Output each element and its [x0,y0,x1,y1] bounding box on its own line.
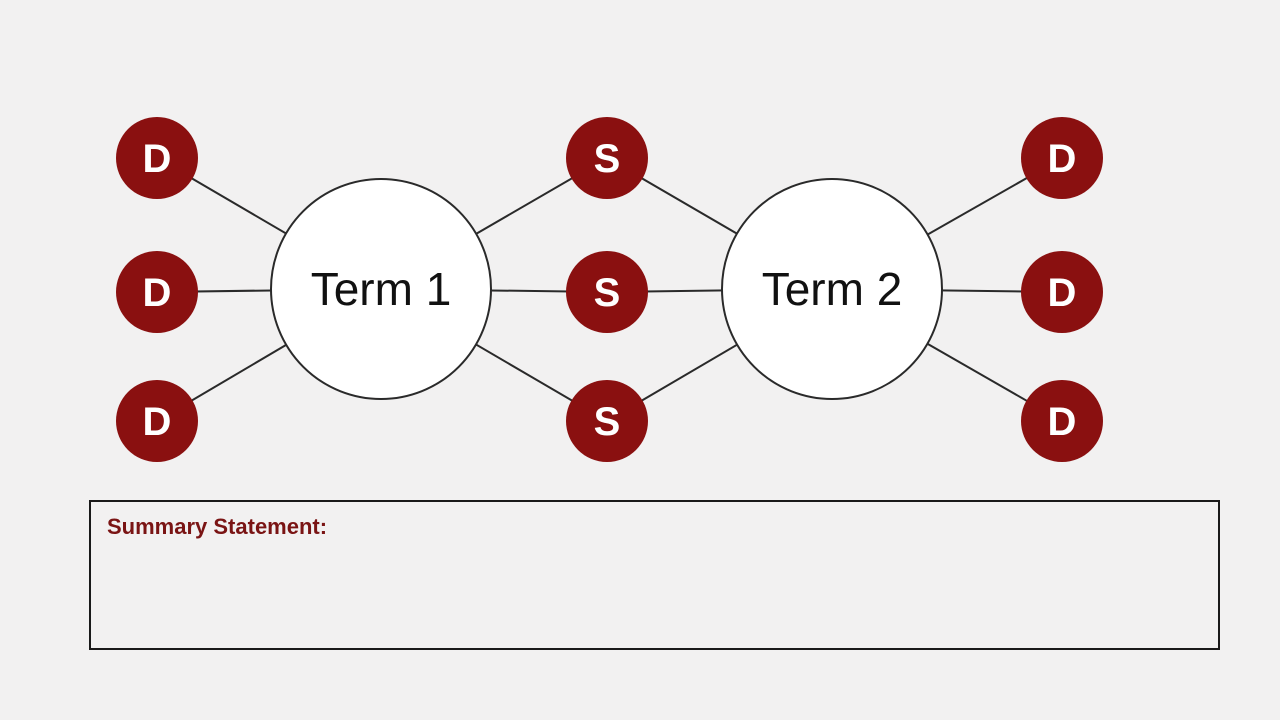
bubble-label: D [143,137,172,181]
summary-statement-box[interactable]: Summary Statement: [89,500,1220,650]
bubble-label: S [594,137,621,181]
bubble-circle [1021,380,1103,462]
bubble-label: S [594,271,621,315]
bubble-circle [116,251,198,333]
bubble-circle [1021,251,1103,333]
bubble-circle [566,251,648,333]
term-circle [270,178,492,400]
bubble-circle [1021,117,1103,199]
bubble-circle [116,380,198,462]
similarity-bubble-s-2[interactable]: S [566,251,648,333]
bubble-label: D [143,400,172,444]
comparison-diagram: Term 1 Term 2 D D D S S S D D D [116,117,1103,462]
similarity-bubble-s-3[interactable]: S [566,380,648,462]
difference-bubble-d-right-1[interactable]: D [1021,117,1103,199]
term-node-2[interactable]: Term 2 [721,178,943,400]
bubble-label: D [1048,271,1077,315]
bubble-label: D [1048,400,1077,444]
bubble-label: D [1048,137,1077,181]
term-circle [721,178,943,400]
term-node-1[interactable]: Term 1 [270,178,492,400]
difference-bubble-d-right-3[interactable]: D [1021,380,1103,462]
bubble-circle [566,117,648,199]
summary-statement-text[interactable] [107,546,1202,636]
diagram-nodes: Term 1 Term 2 D D D S S S D D D [116,117,1103,462]
difference-bubble-d-left-1[interactable]: D [116,117,198,199]
difference-bubble-d-right-2[interactable]: D [1021,251,1103,333]
difference-bubble-d-left-2[interactable]: D [116,251,198,333]
term-label: Term 1 [311,263,452,315]
term-label: Term 2 [762,263,903,315]
bubble-circle [116,117,198,199]
bubble-label: D [143,271,172,315]
similarity-bubble-s-1[interactable]: S [566,117,648,199]
bubble-label: S [594,400,621,444]
bubble-circle [566,380,648,462]
difference-bubble-d-left-3[interactable]: D [116,380,198,462]
summary-statement-label: Summary Statement: [107,514,328,539]
